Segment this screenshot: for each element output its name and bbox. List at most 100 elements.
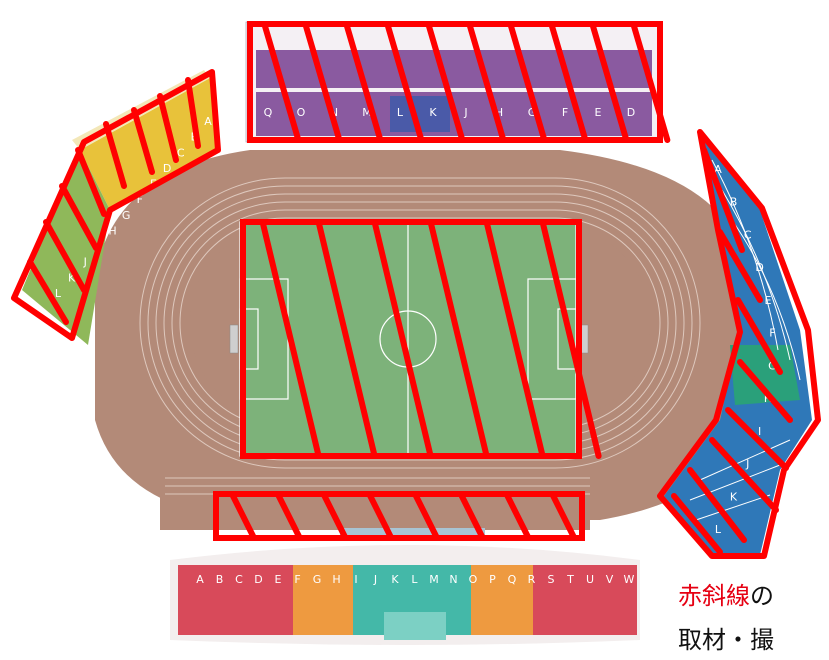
hatch-right-outline <box>657 129 821 559</box>
hatch-field-stripe <box>371 219 434 459</box>
hatch-region-left-stand <box>11 69 221 341</box>
main-stand-block-S: S <box>548 573 555 586</box>
hatch-field-outline <box>240 219 582 459</box>
main-stand-block-K: K <box>391 573 399 586</box>
right-stand-block-B: B <box>730 196 738 209</box>
main-stand-block-A: A <box>196 573 204 586</box>
back-stand-block-D: D <box>627 106 635 119</box>
caption-line-2: 取材・撮 <box>678 626 774 654</box>
back-stand-block-O: O <box>297 106 306 119</box>
back-stand-block-G: G <box>528 106 537 119</box>
left-stand-block-L: L <box>55 287 62 300</box>
main-stand-block-U: U <box>586 573 594 586</box>
hatch-region-bottom-strip <box>213 491 585 541</box>
hatch-right-stripe <box>687 467 747 543</box>
right-stand-block-K: K <box>730 490 738 503</box>
hatch-bottom-stripe <box>503 491 532 541</box>
back-stand-block-F: F <box>562 106 568 119</box>
back-stand-block-J: J <box>463 106 467 119</box>
left-stand-block-C: C <box>177 146 185 159</box>
left-stand-block-F: F <box>137 193 143 206</box>
hatch-left-outline <box>11 69 221 341</box>
hatch-left-stripe <box>103 121 127 189</box>
hatch-left-stripe <box>59 183 99 251</box>
left-stand-block-H: H <box>108 224 116 237</box>
right-stand-block-F: F <box>769 327 775 340</box>
hatch-back-stripe <box>507 21 548 143</box>
hatch-field-stripe <box>427 219 490 459</box>
hatch-left-stripe <box>75 147 107 217</box>
hatch-bottom-stripe <box>412 491 441 541</box>
hatch-left-stripe <box>131 107 155 175</box>
hatch-bottom-outline <box>213 491 585 541</box>
main-stand-block-W: W <box>624 573 635 586</box>
hatch-right-stripe <box>737 359 793 423</box>
hatch-back-stripe <box>261 21 302 143</box>
main-stand-block-V: V <box>606 573 614 586</box>
main-stand-block-P: P <box>489 573 496 586</box>
hatch-right-stripe <box>725 407 789 471</box>
hatch-back-stripe <box>589 21 630 143</box>
hatch-region-pitch <box>240 219 602 459</box>
hatch-back-stripe <box>384 21 425 143</box>
hatch-right-stripe <box>735 297 783 375</box>
main-stand-block-R: R <box>528 573 536 586</box>
hatch-right-stripe <box>701 147 745 253</box>
hatch-back-stripe <box>548 21 589 143</box>
main-stand-block-N: N <box>449 573 457 586</box>
main-stand-block-F: F <box>294 573 300 586</box>
goal-left <box>229 324 239 354</box>
right-stand-block-A: A <box>714 163 722 176</box>
right-stand-block-E: E <box>765 294 772 307</box>
main-stand-block-B: B <box>216 573 224 586</box>
main-stand-block-L: L <box>411 573 418 586</box>
back-stand-block-L: L <box>397 106 404 119</box>
hatch-left-stripe <box>27 259 69 325</box>
hatch-left-stripe <box>185 77 201 149</box>
back-stand-block-H: H <box>495 106 503 119</box>
left-stand-block-A: A <box>204 115 212 128</box>
hatch-right-stripe <box>709 437 779 513</box>
hatch-region-back-stand <box>247 21 671 143</box>
right-stand-block-I: I <box>758 425 761 438</box>
left-stand-block-D: D <box>163 162 171 175</box>
back-stand-block-E: E <box>595 106 602 119</box>
hatch-back-outline <box>247 21 663 143</box>
caption-rest-text: の <box>750 582 774 610</box>
hatch-back-stripe <box>343 21 384 143</box>
hatch-back-stripe <box>630 21 671 143</box>
hatch-left-stripe <box>43 219 87 293</box>
hatch-region-right-stand <box>657 129 821 559</box>
main-stand-block-O: O <box>469 573 478 586</box>
main-stand <box>170 528 640 645</box>
caption-red-text: 赤斜線 <box>678 582 750 610</box>
hatch-field-stripe <box>259 219 322 459</box>
right-stand-block-J: J <box>745 458 749 471</box>
main-stand-block-C: C <box>235 573 243 586</box>
main-stand-block-D: D <box>254 573 262 586</box>
main-stand-block-J: J <box>373 573 377 586</box>
main-stand-block-E: E <box>275 573 282 586</box>
back-stand-block-K: K <box>429 106 437 119</box>
hatch-field-stripe <box>315 219 378 459</box>
main-stand-block-M: M <box>429 573 439 586</box>
hatch-right-stripe <box>671 493 723 555</box>
left-stand-block-K: K <box>68 271 76 284</box>
hatch-field-stripe <box>483 219 546 459</box>
main-stand-block-T: T <box>566 573 574 586</box>
caption-background <box>672 576 829 660</box>
hatch-bottom-stripe <box>457 491 486 541</box>
back-stand-block-Q: Q <box>264 106 273 119</box>
right-stand-block-C: C <box>744 228 752 241</box>
back-stand-block-M: M <box>362 106 372 119</box>
hatch-left-stripe <box>157 93 179 163</box>
hatch-bottom-stripe <box>549 491 578 541</box>
hatch-bottom-stripe <box>229 491 258 541</box>
hatch-back-stripe <box>302 21 343 143</box>
right-stand-block-D: D <box>755 261 763 274</box>
hatch-right-stripe <box>717 229 763 303</box>
left-stand-block-G: G <box>122 209 131 222</box>
right-stand-block-L: L <box>715 523 722 536</box>
